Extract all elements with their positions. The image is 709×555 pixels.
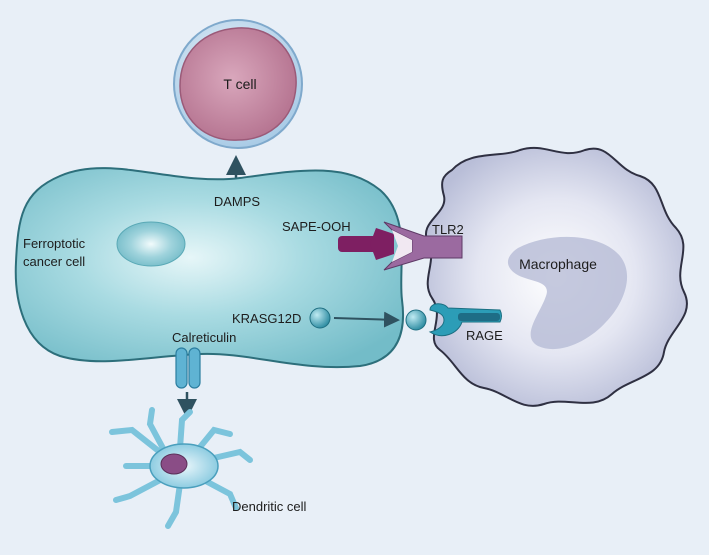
cancer-cell-label-line2: cancer cell — [23, 254, 85, 269]
macrophage-label: Macrophage — [519, 256, 597, 272]
krasg12d-bound-ball — [405, 309, 427, 331]
sape-ooh-label: SAPE-OOH — [282, 219, 351, 234]
damps-label: DAMPS — [214, 194, 261, 209]
dendritic-cell — [109, 407, 253, 529]
dendritic-cell-label: Dendritic cell — [232, 499, 307, 514]
sape-ooh-ligand — [338, 228, 394, 260]
t-cell-label: T cell — [223, 76, 256, 92]
nucleus — [116, 221, 186, 267]
tlr2-receptor — [383, 221, 463, 271]
calreticulin-channel — [175, 347, 201, 389]
cancer-cell-label-line1: Ferroptotic — [23, 236, 86, 251]
krasg12d-ball — [309, 307, 331, 329]
krasg12d-arrow — [333, 311, 400, 328]
rage-label: RAGE — [466, 328, 503, 343]
krasg12d-label: KRASG12D — [232, 311, 301, 326]
dendritic-nucleus — [160, 453, 188, 475]
rage-receptor — [428, 303, 502, 337]
macrophage: Macrophage — [425, 146, 688, 407]
t-cell: T cell — [173, 19, 303, 149]
calreticulin-label: Calreticulin — [172, 330, 236, 345]
tlr2-label: TLR2 — [432, 222, 464, 237]
ferroptotic-cancer-cell: Ferroptotic cancer cell — [14, 167, 405, 369]
